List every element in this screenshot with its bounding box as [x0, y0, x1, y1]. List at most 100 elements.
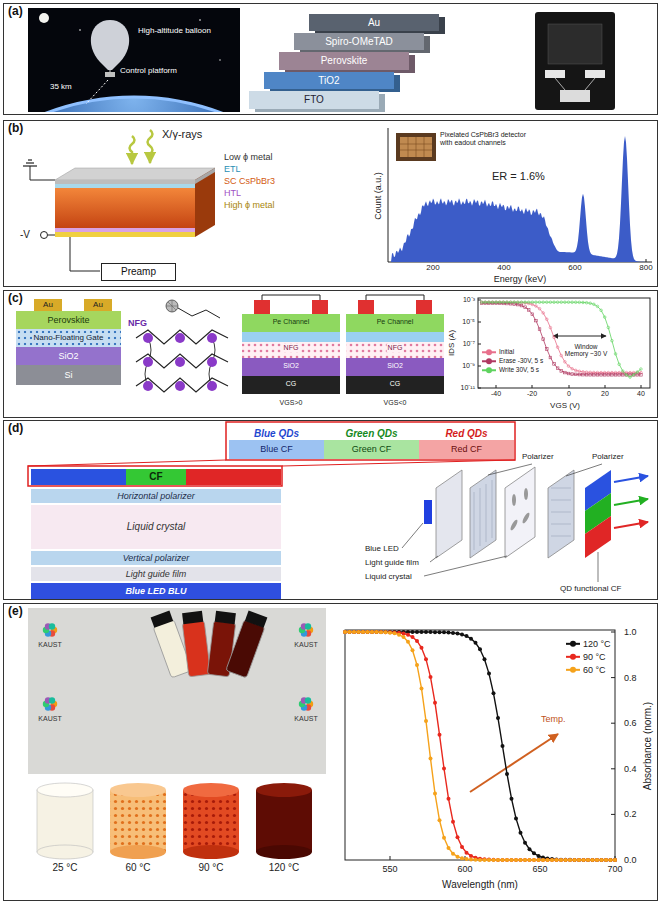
tick-label: 0.6	[624, 718, 637, 728]
data-marker	[415, 663, 419, 667]
gate-layer	[346, 376, 444, 394]
data-marker	[577, 858, 581, 862]
panel-label: (c)	[7, 292, 24, 306]
data-marker	[352, 630, 356, 634]
data-marker	[415, 630, 419, 634]
quantum-dot-segment: Blue QDsBlue CF	[229, 425, 324, 459]
tick-label: 0.4	[624, 764, 637, 774]
data-marker	[560, 301, 563, 304]
illustration-shape	[37, 845, 93, 859]
balloon-string	[110, 70, 111, 72]
node-text: Au	[368, 17, 380, 29]
data-marker	[550, 858, 554, 862]
heading-text: Blue QDs	[254, 426, 299, 441]
illustration-shape	[215, 611, 236, 624]
tick-label: 10⁻⁹	[462, 362, 475, 370]
layer-box: Horizontal polarizer	[31, 489, 281, 503]
data-marker	[531, 301, 534, 304]
data-marker	[559, 858, 563, 862]
data-marker	[393, 630, 397, 634]
data-marker	[528, 847, 532, 851]
radiation-label: X/γ-rays	[162, 128, 202, 141]
logo-petal	[49, 697, 55, 703]
data-marker	[600, 858, 604, 862]
lc-molecule	[521, 512, 530, 524]
light-guide-plate	[436, 470, 462, 558]
data-marker	[564, 858, 568, 862]
electrode	[358, 300, 374, 314]
beaker	[183, 783, 239, 859]
logo-text: KAUST	[37, 641, 62, 649]
channel-layer	[346, 314, 444, 332]
electrode-box: Au	[34, 299, 62, 311]
data-marker	[411, 635, 415, 639]
logo-petal	[305, 697, 311, 703]
data-marker	[456, 632, 460, 636]
data-marker	[366, 630, 370, 634]
data-marker	[429, 630, 433, 634]
data-marker	[388, 631, 392, 635]
data-marker	[492, 858, 496, 862]
electrode	[312, 300, 328, 314]
part-label: QD functional CF	[560, 584, 621, 593]
tick-label: -40	[491, 390, 501, 398]
data-marker	[451, 820, 455, 824]
device-wire	[585, 78, 595, 90]
data-marker	[523, 858, 527, 862]
node-text: Red CF	[451, 441, 482, 458]
data-marker	[574, 301, 577, 304]
layer-label: CG	[286, 380, 297, 388]
layer-label: NFG	[283, 344, 300, 352]
layer-label: CG	[390, 380, 401, 388]
data-marker	[553, 363, 556, 366]
data-marker	[585, 371, 588, 374]
panel-label: (d)	[7, 422, 24, 436]
data-marker	[505, 858, 509, 862]
data-marker	[555, 858, 559, 862]
node-text: Light guide film	[126, 569, 187, 579]
liquid-crystal-plate	[505, 467, 535, 558]
nfg-particle	[207, 357, 217, 367]
tick-label: 600	[457, 864, 472, 874]
data-marker	[375, 630, 379, 634]
axis-title: Energy (keV)	[494, 274, 547, 284]
electrode	[254, 300, 270, 314]
layer-label: Pe Channel	[377, 318, 414, 326]
figure-panel: (d)CFHorizontal polarizerLiquid crystalV…	[3, 420, 658, 600]
oxide-layer	[242, 358, 340, 376]
node-text: Blue LED BLU	[125, 586, 186, 596]
data-marker	[613, 858, 617, 862]
spectrum-area	[390, 136, 650, 262]
tick-mark	[478, 300, 641, 388]
beaker	[256, 783, 312, 859]
star	[219, 59, 220, 60]
legend-swatch	[482, 369, 496, 371]
data-marker	[613, 858, 617, 862]
light-arrow	[614, 522, 648, 528]
leader-line	[488, 464, 532, 475]
data-marker	[379, 630, 383, 634]
data-marker	[523, 858, 527, 862]
layer-box: Blue LED BLU	[31, 583, 281, 599]
data-marker	[560, 370, 563, 373]
nfg-particle	[207, 333, 217, 343]
data-marker	[496, 858, 500, 862]
axis-title: VGS (V)	[550, 401, 580, 410]
data-marker	[442, 767, 446, 771]
electrode-box: Au	[84, 299, 112, 311]
data-marker	[524, 301, 527, 304]
ground-symbol	[26, 162, 34, 163]
data-marker	[542, 301, 545, 304]
nfg-particle	[175, 357, 185, 367]
data-marker	[568, 858, 572, 862]
temperature-label: 90 °C	[198, 862, 223, 874]
legend-text: Write 30V, 5 s	[499, 366, 539, 373]
data-marker	[618, 373, 621, 376]
data-marker	[593, 303, 596, 306]
tick-label: 0.0	[624, 855, 637, 865]
illustration-shape	[110, 845, 166, 859]
data-marker	[519, 858, 523, 862]
data-marker	[393, 631, 397, 635]
wire	[366, 295, 424, 300]
polymer-chain	[136, 330, 228, 344]
